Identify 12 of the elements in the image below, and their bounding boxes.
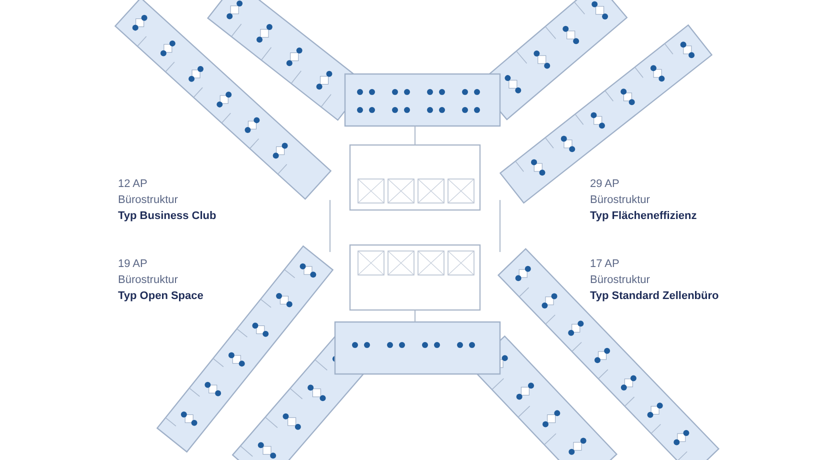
workstation-count: 17 AP	[590, 258, 620, 271]
workstation-count: 12 AP	[118, 178, 148, 191]
workstation-count: 19 AP	[118, 258, 148, 271]
office-type-label: Typ Business Club	[118, 210, 216, 223]
office-type-label: Typ Standard Zellenbüro	[590, 290, 719, 303]
category-label: Bürostruktur	[118, 194, 179, 207]
office-type-label: Typ Flächeneffizienz	[590, 210, 697, 223]
office-type-label: Typ Open Space	[118, 290, 204, 303]
category-label: Bürostruktur	[118, 274, 179, 287]
category-label: Bürostruktur	[590, 194, 651, 207]
category-label: Bürostruktur	[590, 274, 651, 287]
workstation-count: 29 AP	[590, 178, 620, 191]
